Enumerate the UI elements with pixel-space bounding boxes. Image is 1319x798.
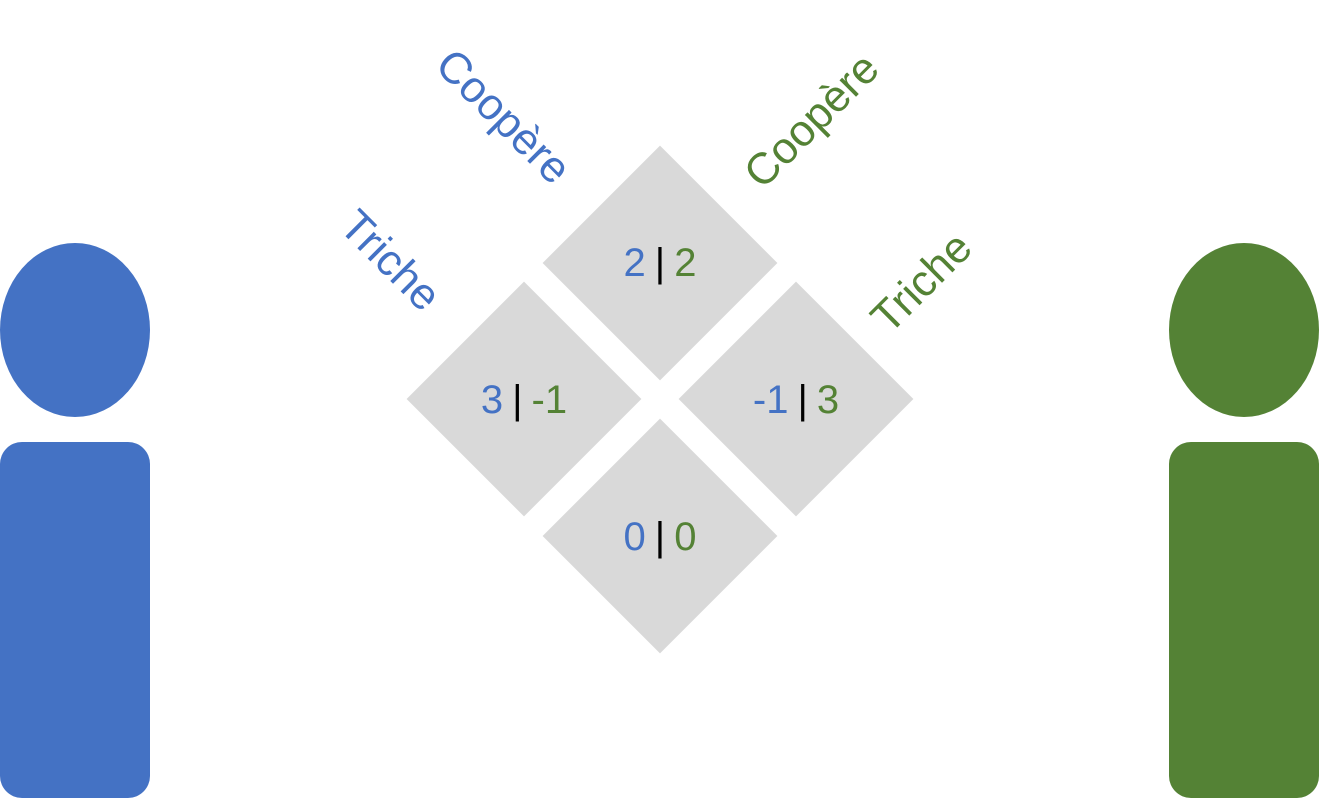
- player-right-head: [1169, 243, 1319, 417]
- payoff-p1: 0: [623, 515, 646, 559]
- payoff-value-tc: 3|-1: [404, 370, 644, 430]
- payoff-separator: |: [512, 378, 523, 422]
- label-player-right-cheat: Triche: [861, 222, 982, 343]
- payoff-p2: 0: [674, 515, 697, 559]
- payoff-p1: 2: [623, 241, 646, 285]
- player-right-body: [1169, 442, 1319, 798]
- payoff-p2: -1: [531, 378, 568, 422]
- payoff-separator: |: [654, 241, 666, 285]
- payoff-p2: 3: [816, 378, 840, 422]
- player-left-body: [0, 442, 150, 798]
- payoff-value-tt: 0|0: [540, 507, 780, 567]
- payoff-separator: |: [654, 515, 666, 559]
- label-player-left-cheat: Triche: [330, 200, 451, 321]
- label-player-right-cooperate: Coopère: [734, 43, 889, 198]
- payoff-value-cc: 2|2: [540, 233, 780, 293]
- payoff-p2: 2: [674, 241, 697, 285]
- payoff-value-ct: -1|3: [676, 370, 916, 430]
- payoff-p1: -1: [752, 378, 789, 422]
- label-player-left-cooperate: Coopère: [426, 39, 581, 194]
- payoff-p1: 3: [480, 378, 504, 422]
- player-left-head: [0, 243, 150, 417]
- payoff-separator: |: [797, 378, 808, 422]
